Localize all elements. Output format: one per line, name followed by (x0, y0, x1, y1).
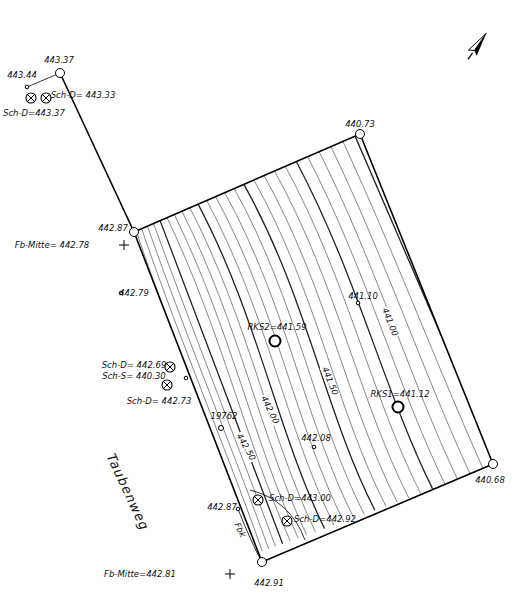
street-name: Taubenweg (104, 451, 152, 534)
north-arrow (464, 30, 491, 62)
contour-line (198, 204, 325, 529)
contour-line (127, 234, 246, 556)
manhole-symbol (26, 93, 36, 103)
survey-points (25, 69, 497, 567)
contour-line (264, 175, 397, 502)
elevation-label: 442.00 (259, 394, 281, 426)
manhole-symbols (26, 93, 292, 526)
elevation-label: Sch-D= 442.73 (127, 397, 192, 406)
elevation-label: Sch-D= 443.33 (51, 91, 116, 100)
elevation-label: 443.44 (7, 71, 37, 80)
elevation-label: 441.50 (320, 365, 340, 398)
contour-line (182, 211, 307, 535)
contour-line (331, 147, 471, 476)
contour-line (275, 171, 409, 498)
manhole-symbol (165, 362, 175, 372)
elevation-label: 441.10 (348, 292, 378, 301)
contour-line (244, 184, 375, 510)
elevation-label: 19762 (210, 412, 237, 421)
contour-line (296, 161, 433, 489)
contour-line (147, 226, 268, 549)
elevation-label: 442.87 (98, 224, 128, 233)
elevation-label: 440.73 (345, 120, 375, 129)
elevation-label: 442.87 (207, 503, 237, 512)
linework (27, 73, 493, 562)
contour-line (207, 200, 334, 525)
contour-line (153, 223, 275, 546)
drill-points (270, 336, 404, 413)
manhole-symbol (253, 495, 263, 505)
contour-line (167, 217, 290, 541)
elevation-label: Sch-D=443.00 (269, 494, 331, 503)
elevation-label: Sch-D=442.92 (294, 515, 356, 524)
elevation-label: 442.08 (301, 434, 331, 443)
elevation-label: Fbk (233, 520, 248, 539)
contour-line (319, 152, 458, 481)
contour-line (215, 196, 343, 521)
elevation-label: Sch-D= 442.69 (102, 361, 167, 370)
elevation-label: 442.79 (119, 289, 149, 298)
elevation-label: Sch-D=443.37 (3, 109, 65, 118)
contour-lines (116, 136, 497, 561)
manhole-symbol (162, 380, 172, 390)
contour-line (355, 136, 498, 466)
manhole-symbol (41, 93, 51, 103)
elevation-label: Fb-Mitte=442.81 (104, 570, 176, 579)
contour-line (254, 180, 386, 507)
manhole-symbol (282, 516, 292, 526)
contour-line (234, 188, 364, 514)
elevation-label: Sch-S= 440.30 (102, 372, 165, 381)
cross-marks (119, 240, 235, 579)
elevation-label: 442.91 (254, 579, 284, 588)
elevation-label: RKS1=441.12 (370, 390, 429, 399)
elevation-label: 440.68 (475, 476, 505, 485)
elevation-label: Fb-Mitte= 442.78 (15, 241, 90, 250)
elevation-label: 443.37 (44, 56, 74, 65)
contour-line (343, 141, 484, 470)
elevation-label: RKS2=441.59 (247, 323, 306, 332)
contour-line (190, 207, 316, 531)
